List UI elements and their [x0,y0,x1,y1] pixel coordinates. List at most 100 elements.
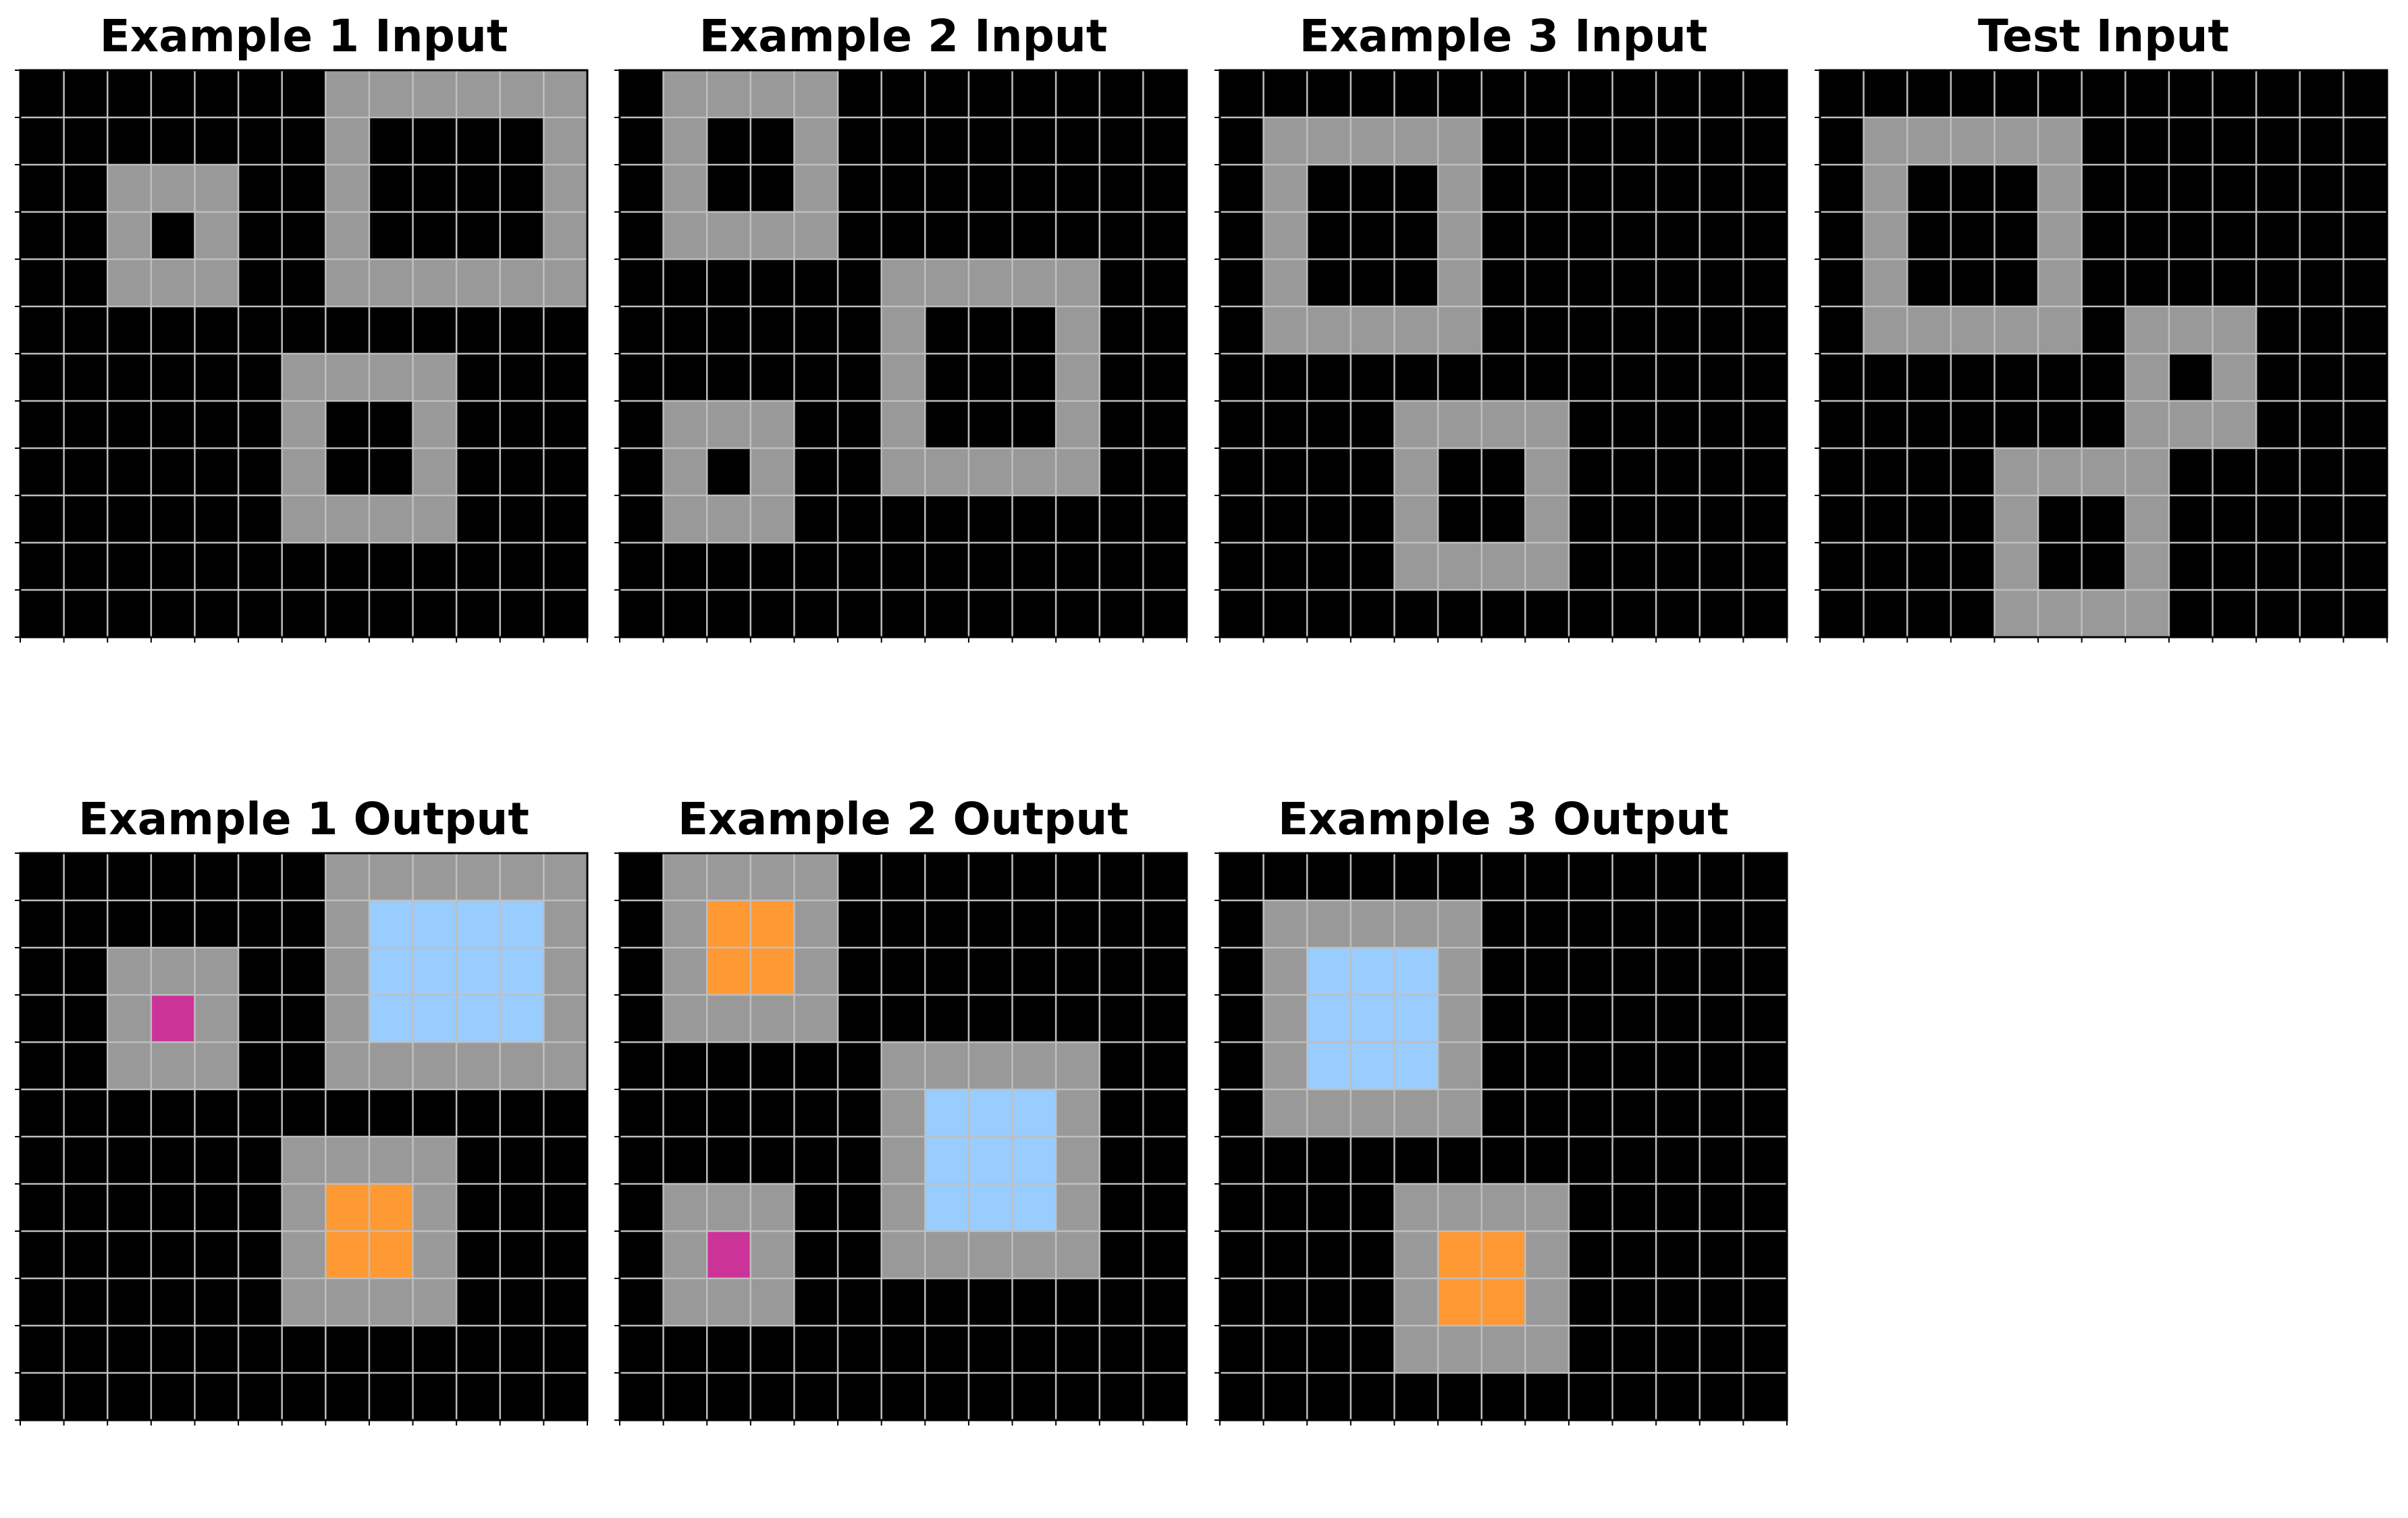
grid-cell [194,948,239,995]
grid-cell [282,354,326,401]
grid-cell [881,1042,926,1089]
grid-cell [881,401,926,448]
grid-cell [1350,1089,1395,1137]
grid-cell [1056,1184,1100,1231]
grid-cell [1863,117,1908,165]
grid-cell [325,165,369,212]
grid-cell [663,995,707,1042]
grid-cell [107,212,151,259]
grid-cell [1438,165,1482,212]
grid-cell [543,70,587,117]
grid-cell [1438,543,1482,590]
grid-cell [2212,354,2257,401]
grid-cell [456,1042,500,1089]
grid-cell [1263,117,1308,165]
grid-cell [2125,401,2169,448]
grid-cell [2081,448,2126,495]
grid-cell [369,948,413,995]
grid-cell [325,354,369,401]
grid-cell [456,995,500,1042]
grid-cell [1263,948,1308,995]
grid-cell [2081,590,2126,637]
grid-cell [194,1042,239,1089]
grid-cell [1056,259,1100,306]
grid-cell [1394,900,1439,948]
grid-cell [325,948,369,995]
grid-cell [707,1184,751,1231]
grid-cell [412,853,457,900]
grid-cell [1525,1278,1569,1326]
example-2-input-grid [614,69,1188,643]
grid-cell [2038,165,2082,212]
grid-cell [1307,1089,1351,1137]
grid-cell [1481,1278,1526,1326]
grid-cell [1907,306,1951,354]
grid-cell [1394,117,1439,165]
grid-cell [412,495,457,543]
grid-cell [194,995,239,1042]
panel-title: Example 3 Input [1299,10,1708,62]
grid-cell [750,853,795,900]
grid-cell [1056,354,1100,401]
grid-cell [663,117,707,165]
grid-cell [968,1042,1013,1089]
grid-cell [500,259,544,306]
grid-cell [1525,543,1569,590]
grid-cell [1994,495,2039,543]
grid-cell [1525,448,1569,495]
grid-cell [543,165,587,212]
grid-cell [1350,117,1395,165]
grid-cell [663,948,707,995]
grid-cell [707,1278,751,1326]
grid-cell [1525,495,1569,543]
grid-cell [663,1184,707,1231]
grid-cell [663,165,707,212]
grid-cell [325,995,369,1042]
grid-cell [1525,1231,1569,1278]
grid-cell [1394,401,1439,448]
grid-cell [1350,1042,1395,1089]
grid-cell [1012,1137,1056,1184]
grid-cell [1525,401,1569,448]
grid-cell [794,995,838,1042]
grid-cell [151,165,195,212]
grid-cell [1438,401,1482,448]
grid-cell [750,212,795,259]
grid-cell [107,259,151,306]
grid-cell [881,1231,926,1278]
grid-cell [968,1137,1013,1184]
grid-cell [1950,117,1995,165]
grid-cell [1438,1184,1482,1231]
grid-cell [369,1184,413,1231]
grid-cell [325,1231,369,1278]
grid-cell [707,948,751,995]
grid-cell [1525,1326,1569,1373]
grid-cell [2125,306,2169,354]
grid-cell [1394,543,1439,590]
grid-cell [1012,1089,1056,1137]
grid-cell [412,70,457,117]
grid-cell [663,448,707,495]
grid-cell [412,900,457,948]
grid-cell [750,900,795,948]
grid-cell [707,995,751,1042]
grid-cell [543,900,587,948]
grid-cell [369,259,413,306]
panel-title: Example 2 Output [678,793,1129,845]
grid-cell [412,448,457,495]
grid-cell [412,259,457,306]
grid-cell [2125,543,2169,590]
grid-cell [707,900,751,948]
grid-cell [1438,1231,1482,1278]
grid-cell [1056,1137,1100,1184]
grid-cell [325,1137,369,1184]
grid-cell [1438,1326,1482,1373]
grid-cell [750,1184,795,1231]
grid-cell [500,1042,544,1089]
grid-cell [925,1184,969,1231]
grid-cell [1012,1231,1056,1278]
grid-cell [369,1231,413,1278]
grid-cell [282,1184,326,1231]
grid-cell [1056,1089,1100,1137]
grid-cell [968,1184,1013,1231]
